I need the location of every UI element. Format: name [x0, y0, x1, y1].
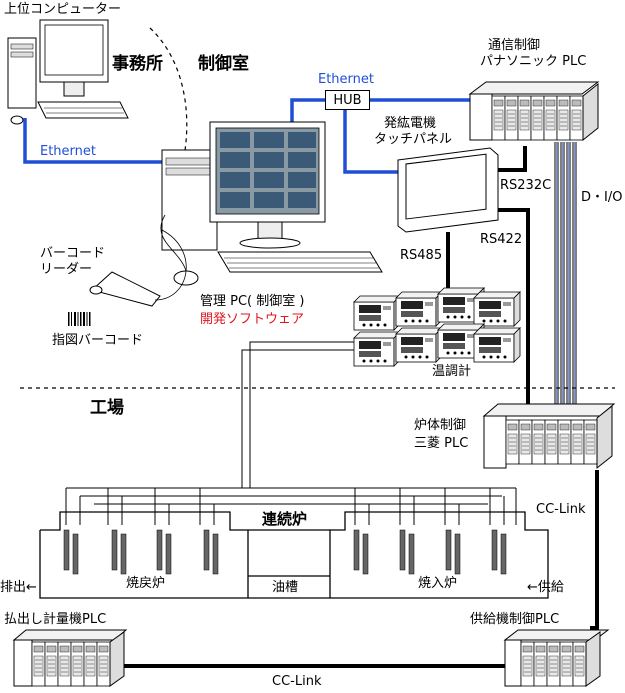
cc-link-bottom-label: CC-Link	[272, 674, 322, 689]
thermocouple-wires	[241, 341, 368, 488]
plc-icon	[12, 629, 128, 687]
rs232c-label: RS232C	[500, 178, 552, 193]
hub-box: HUB	[325, 90, 370, 110]
thermometer-label: 温調計	[432, 364, 472, 379]
dev-software-label: 開発ソフトウェア	[200, 312, 305, 327]
furnace-control-label: 炉体制御	[414, 418, 467, 433]
management-pc-icon	[160, 121, 383, 286]
quench-furnace-label: 焼入炉	[418, 576, 458, 591]
temperature-controller-icon	[353, 287, 521, 367]
supply-label: ←供給	[527, 580, 564, 595]
mitsubishi-plc-label: 三菱 PLC	[414, 436, 469, 451]
barcode-reader-icon	[89, 229, 187, 307]
control-room-label: 制御室	[198, 54, 249, 74]
barcode-reader-label-2: リーダー	[40, 262, 93, 277]
cc-link-right-label: CC-Link	[536, 502, 586, 517]
furnace-wiring	[65, 487, 517, 525]
dispense-plc-label: 払出し計量機PLC	[4, 612, 107, 627]
touch-panel-maker-label: 発紘電機	[384, 116, 437, 131]
dio-label: D・I/O	[581, 190, 623, 205]
management-pc-label: 管理 PC( 制御室 )	[200, 294, 305, 309]
furnace-body	[39, 511, 549, 599]
factory-label: 工場	[90, 398, 124, 418]
barcode-icon	[68, 312, 91, 326]
continuous-furnace-label: 連続炉	[262, 510, 308, 528]
ethernet-left-label: Ethernet	[40, 144, 96, 159]
cc-link-right-line	[590, 470, 599, 630]
supply-plc-label: 供給機制御PLC	[470, 612, 560, 627]
oil-tank-label: 油槽	[272, 580, 299, 595]
plc-icon	[503, 629, 610, 687]
barcode-reader-label-1: バーコード	[40, 246, 106, 261]
host-computer-label: 上位コンピューター	[4, 2, 122, 17]
rs485-label: RS485	[400, 248, 443, 263]
host-computer-icon	[7, 19, 129, 125]
rs422-line	[498, 208, 530, 412]
comm-control-label: 通信制御	[488, 38, 541, 53]
touch-panel-icon	[397, 147, 499, 233]
plc-icon	[482, 403, 616, 470]
rs422-label: RS422	[480, 232, 523, 247]
order-barcode-label: 指図バーコード	[52, 333, 144, 348]
tempering-furnace-label: 焼戻炉	[126, 576, 166, 591]
discharge-label: 排出←	[0, 580, 37, 595]
ethernet-top-label: Ethernet	[318, 72, 374, 87]
dio-wires	[554, 142, 577, 405]
rs232c-line	[498, 146, 527, 172]
panasonic-plc-label: パナソニック PLC	[480, 54, 587, 69]
touch-panel-label: タッチパネル	[374, 132, 453, 147]
office-label: 事務所	[112, 54, 163, 74]
plc-icon	[468, 81, 600, 142]
